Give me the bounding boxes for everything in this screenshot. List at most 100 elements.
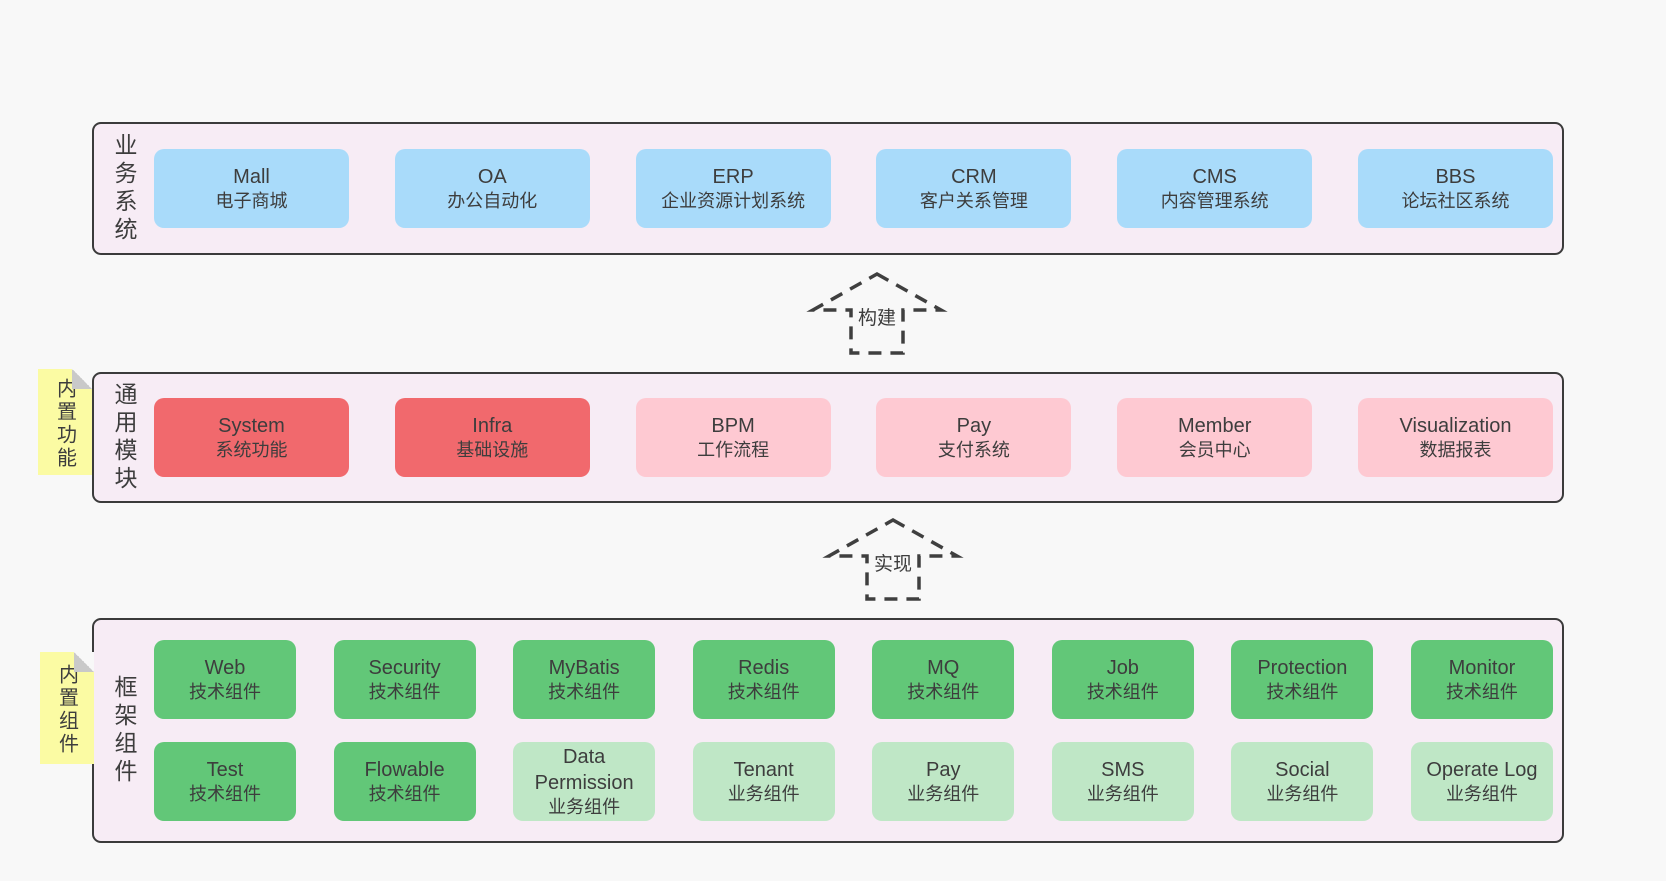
sticky-note-built-in-components: 内置组件: [40, 652, 94, 764]
box-subtitle: 技术组件: [727, 681, 800, 702]
box-title: ERP: [712, 165, 754, 188]
box-subtitle: 业务组件: [907, 783, 980, 804]
box-subtitle: 业务组件: [1086, 783, 1159, 804]
implement-arrow: 实现: [822, 517, 964, 601]
box-subtitle: 电子商城: [215, 190, 288, 211]
sticky-note-fold: [72, 369, 92, 389]
box-subtitle: 业务组件: [548, 796, 621, 817]
box-title: CRM: [951, 165, 997, 188]
sticky-note-fold: [74, 652, 94, 672]
box-title: Security: [368, 656, 441, 679]
box-title: CMS: [1192, 165, 1237, 188]
dashed-up-arrow-icon: [822, 517, 964, 601]
box-title: BPM: [711, 414, 755, 437]
box-subtitle: 企业资源计划系统: [661, 190, 806, 211]
box-subtitle: 技术组件: [189, 681, 261, 702]
layer-title-vertical: 通用模块: [111, 381, 137, 494]
box-subtitle: 论坛社区系统: [1401, 190, 1510, 211]
box-subtitle: 支付系统: [937, 439, 1010, 460]
box-title: Monitor: [1448, 656, 1516, 679]
box-title: BBS: [1435, 165, 1476, 188]
box-title: Visualization: [1399, 414, 1512, 437]
box-title: Web: [204, 656, 246, 679]
box-title: Test: [206, 758, 244, 781]
box-subtitle: 业务组件: [1445, 783, 1518, 804]
box-subtitle: 工作流程: [697, 439, 770, 460]
box-subtitle: 技术组件: [1266, 681, 1339, 702]
box-title: Pay: [956, 414, 992, 437]
box-subtitle: 业务组件: [727, 783, 800, 804]
dashed-up-arrow-icon: [806, 271, 948, 355]
box-title: Redis: [738, 656, 790, 679]
box-title: Flowable: [364, 758, 445, 781]
box-title: MyBatis: [548, 656, 620, 679]
box-title: Operate Log: [1426, 758, 1538, 781]
sticky-note-text: 内置组件: [55, 664, 78, 757]
box-title: Job: [1106, 656, 1139, 679]
box-subtitle: 系统功能: [215, 439, 288, 460]
box-title: SMS: [1101, 758, 1145, 781]
box-subtitle: 基础设施: [456, 439, 529, 460]
box-title: System: [218, 414, 285, 437]
arrow-label: 构建: [853, 302, 901, 331]
sticky-note-built-in-features: 内置功能: [38, 369, 92, 475]
box-subtitle: 会员中心: [1178, 439, 1251, 460]
arrow-label: 实现: [869, 548, 917, 577]
box-subtitle: 办公自动化: [447, 190, 538, 211]
box-subtitle: 内容管理系统: [1160, 190, 1269, 211]
box-subtitle: 技术组件: [368, 681, 441, 702]
box-title: Member: [1178, 414, 1252, 437]
box-title: Infra: [472, 414, 513, 437]
box-subtitle: 技术组件: [1086, 681, 1159, 702]
layer-title-vertical: 框架组件: [111, 674, 137, 787]
build-arrow: 构建: [806, 271, 948, 355]
box-subtitle: 客户关系管理: [919, 190, 1028, 211]
box-title: OA: [477, 165, 507, 188]
box-title: Data Permission: [534, 745, 634, 794]
layer-title-vertical: 业务系统: [111, 132, 137, 245]
box-subtitle: 技术组件: [368, 783, 441, 804]
box-subtitle: 技术组件: [1445, 681, 1518, 702]
box-title: Tenant: [733, 758, 794, 781]
sticky-note-text: 内置功能: [53, 378, 76, 471]
box-title: Protection: [1257, 656, 1348, 679]
box-subtitle: 业务组件: [1266, 783, 1339, 804]
